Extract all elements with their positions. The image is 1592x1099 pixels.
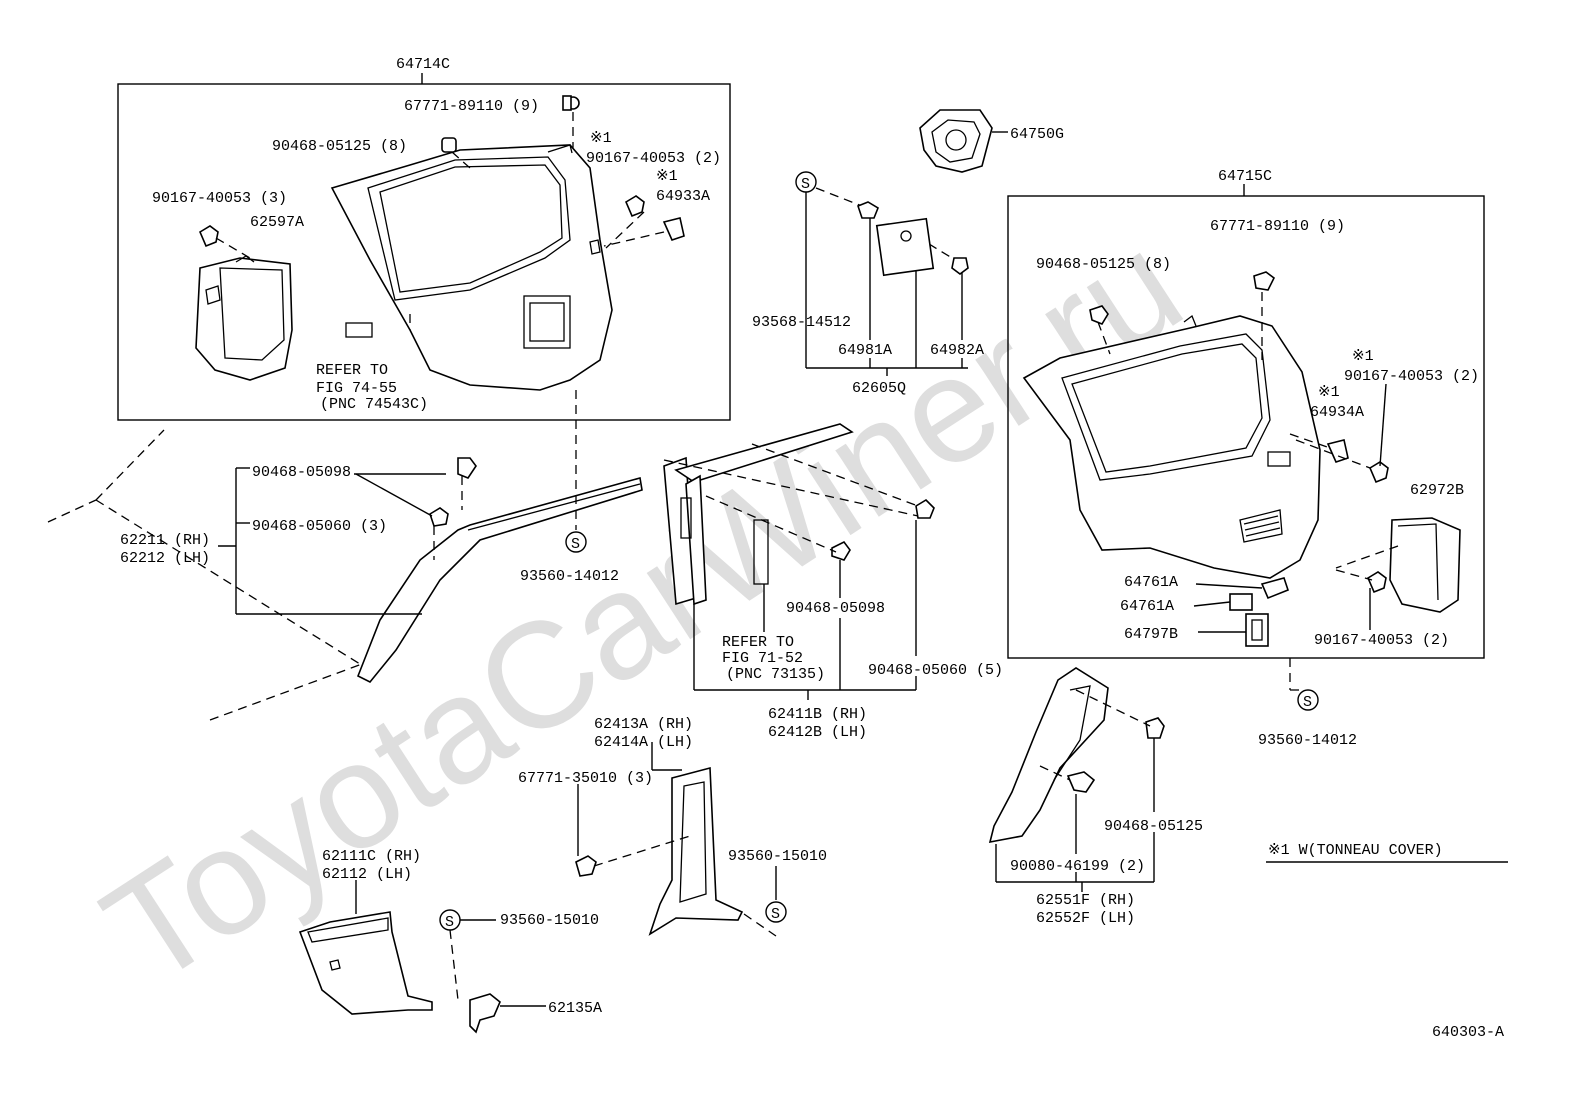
label-90468-05125-8[interactable]: 90468-05125 (8) xyxy=(272,138,407,155)
label-64797B[interactable]: 64797B xyxy=(1124,626,1178,643)
label-64982A[interactable]: 64982A xyxy=(930,342,984,359)
pillar-62411B: 90468-05098 REFER TO FIG 71-52 (PNC 7313… xyxy=(663,423,1003,741)
label-62414A-lh[interactable]: 62414A (LH) xyxy=(594,734,693,751)
vehicle-outline xyxy=(47,429,363,721)
label-93560-14012-b[interactable]: 93560-14012 xyxy=(1258,732,1357,749)
label-90167-40053-2[interactable]: 90167-40053 (2) xyxy=(586,150,721,167)
label-67771-89110-9[interactable]: 67771-89110 (9) xyxy=(404,98,539,115)
svg-text:S: S xyxy=(1303,694,1312,711)
label-67771-35010-3[interactable]: 67771-35010 (3) xyxy=(518,770,653,787)
label-note-1b: ※1 xyxy=(656,168,678,185)
label-note-1a: ※1 xyxy=(590,130,612,147)
label-67771-89110-9-r[interactable]: 67771-89110 (9) xyxy=(1210,218,1345,235)
label-note-1c: ※1 xyxy=(1352,348,1374,365)
trim-62551F: S 93560-14012 90468-05125 90080-46199 (2… xyxy=(988,658,1357,927)
ref-left-line-2: FIG 74-55 xyxy=(316,380,397,397)
ref-center-line-2: FIG 71-52 xyxy=(722,650,803,667)
label-64981A[interactable]: 64981A xyxy=(838,342,892,359)
s-symbol-3 xyxy=(765,901,787,923)
label-90167-40053-2-r2[interactable]: 90167-40053 (2) xyxy=(1314,632,1449,649)
label-62597A[interactable]: 62597A xyxy=(250,214,304,231)
label-note-1d: ※1 xyxy=(1318,384,1340,401)
label-64934A[interactable]: 64934A xyxy=(1310,404,1364,421)
label-62551F-rh[interactable]: 62551F (RH) xyxy=(1036,892,1135,909)
ref-left-line-1: REFER TO xyxy=(316,362,388,379)
ref-left-line-3: (PNC 74543C) xyxy=(320,396,428,413)
label-90468-05060-3[interactable]: 90468-05060 (3) xyxy=(252,518,387,535)
pillar-62413A: S 62413A (RH) 62414A (LH) 67771-35010 (3… xyxy=(518,716,827,937)
svg-text:S: S xyxy=(445,914,454,931)
label-93560-15010-a[interactable]: 93560-15010 xyxy=(728,848,827,865)
pillar-62211: S 90468-05098 90468-05060 (3) 62211 (RH)… xyxy=(120,390,643,684)
label-62135A[interactable]: 62135A xyxy=(548,1000,602,1017)
label-64933A[interactable]: 64933A xyxy=(656,188,710,205)
s-symbol-2 xyxy=(565,531,587,553)
label-62411B-rh[interactable]: 62411B (RH) xyxy=(768,706,867,723)
bracket-group-62605Q: S 93568-14512 64981A 64982A 62605Q xyxy=(752,171,984,397)
quarter-trim-panel-lh xyxy=(330,144,613,391)
label-62112-lh[interactable]: 62112 (LH) xyxy=(322,866,412,883)
label-93560-14012-a[interactable]: 93560-14012 xyxy=(520,568,619,585)
left-panel-group: 64714C xyxy=(117,56,731,421)
group-label-64714C[interactable]: 64714C xyxy=(396,56,450,73)
svg-text:S: S xyxy=(771,906,780,923)
label-62552F-lh[interactable]: 62552F (LH) xyxy=(1036,910,1135,927)
clip-icon xyxy=(198,95,685,248)
label-64750G[interactable]: 64750G xyxy=(1010,126,1064,143)
label-62413A-rh[interactable]: 62413A (RH) xyxy=(594,716,693,733)
label-93560-15010-b[interactable]: 93560-15010 xyxy=(500,912,599,929)
ref-center-line-3: (PNC 73135) xyxy=(726,666,825,683)
label-90167-40053-2-r[interactable]: 90167-40053 (2) xyxy=(1344,368,1479,385)
legend-note: ※1 W(TONNEAU COVER) xyxy=(1268,842,1443,859)
figure-code: 640303-A xyxy=(1432,1024,1504,1041)
duct-62972B xyxy=(1389,517,1461,613)
svg-text:S: S xyxy=(801,176,810,193)
label-90468-05098-b[interactable]: 90468-05098 xyxy=(786,600,885,617)
s-symbol-5 xyxy=(1297,689,1319,711)
label-90468-05125-r2[interactable]: 90468-05125 xyxy=(1104,818,1203,835)
group-label-64715C[interactable]: 64715C xyxy=(1218,168,1272,185)
label-90080-46199-2[interactable]: 90080-46199 (2) xyxy=(1010,858,1145,875)
duct-62597A xyxy=(195,255,293,381)
quarter-trim-panel-rh xyxy=(1022,314,1321,579)
label-64761A-a[interactable]: 64761A xyxy=(1124,574,1178,591)
trim-62111C: S 62111C (RH) 62112 (LH) 93560-15010 621… xyxy=(298,848,602,1034)
label-90468-05060-5[interactable]: 90468-05060 (5) xyxy=(868,662,1003,679)
label-62212-lh[interactable]: 62212 (LH) xyxy=(120,550,210,567)
label-62412B-lh[interactable]: 62412B (LH) xyxy=(768,724,867,741)
label-64761A-b[interactable]: 64761A xyxy=(1120,598,1174,615)
label-93568-14512[interactable]: 93568-14512 xyxy=(752,314,851,331)
label-62211-rh[interactable]: 62211 (RH) xyxy=(120,532,210,549)
label-90468-05098-a[interactable]: 90468-05098 xyxy=(252,464,351,481)
group-label-62605Q[interactable]: 62605Q xyxy=(852,380,906,397)
svg-text:S: S xyxy=(571,536,580,553)
label-62111C-rh[interactable]: 62111C (RH) xyxy=(322,848,421,865)
label-62972B[interactable]: 62972B xyxy=(1410,482,1464,499)
label-90167-40053-3[interactable]: 90167-40053 (3) xyxy=(152,190,287,207)
label-90468-05125-8-r[interactable]: 90468-05125 (8) xyxy=(1036,256,1171,273)
ref-center-line-1: REFER TO xyxy=(722,634,794,651)
cover-64750G: 64750G xyxy=(919,109,1064,173)
right-panel-group: 64715C xyxy=(1007,168,1485,659)
